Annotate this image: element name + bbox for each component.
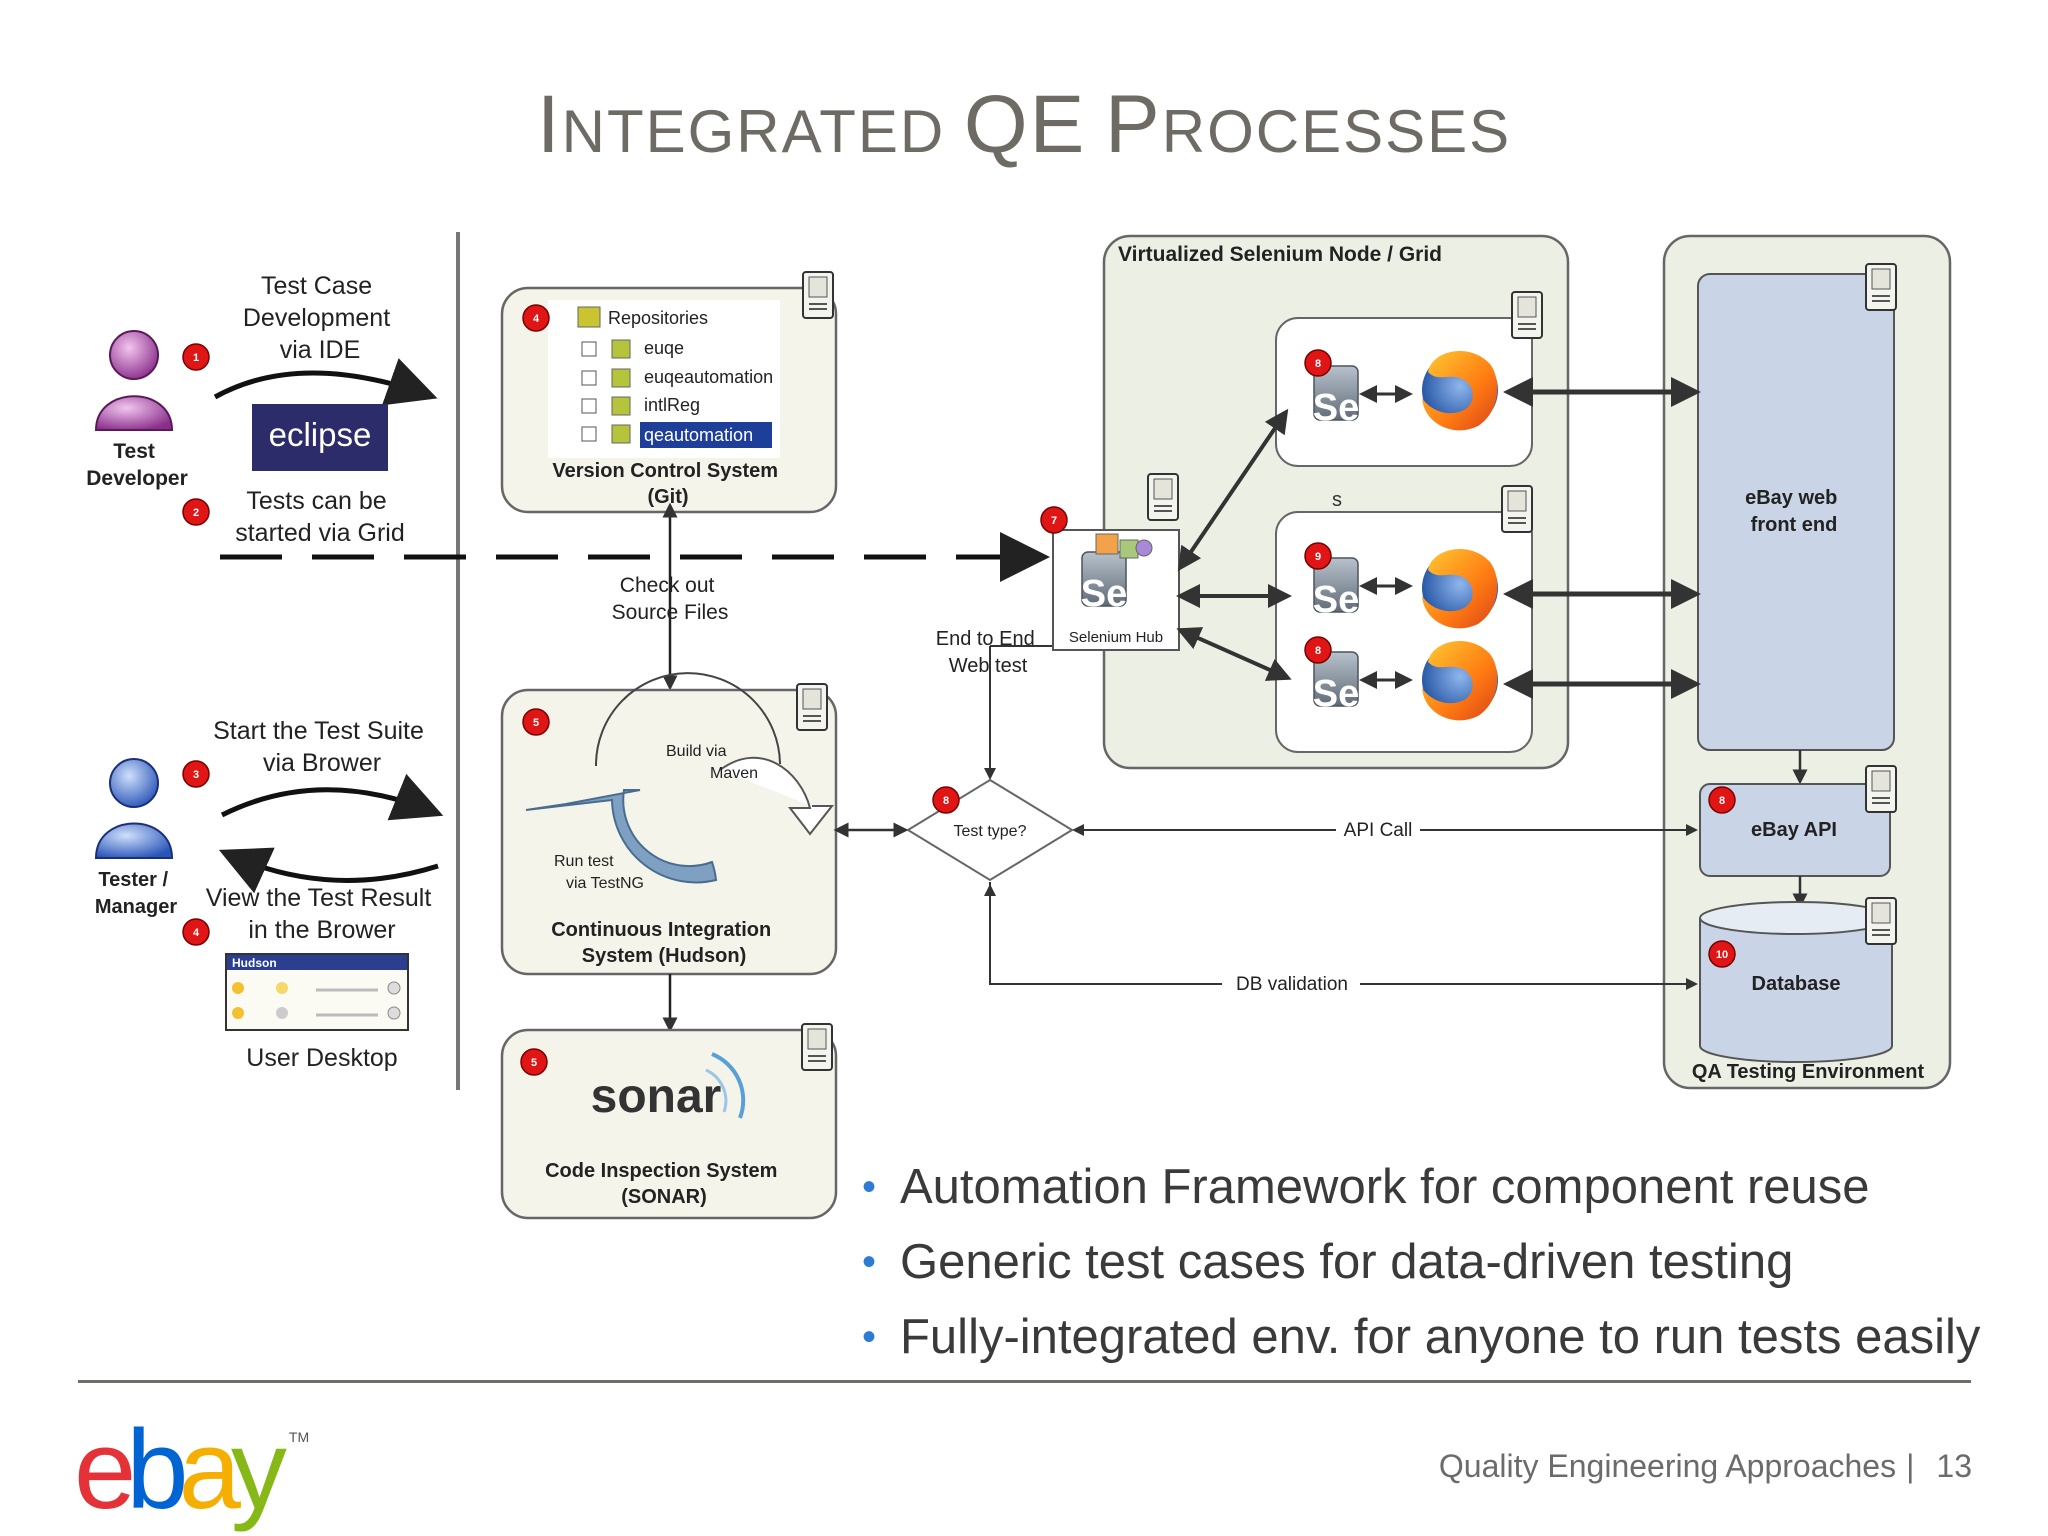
selenium-node-pair-3: Se (1313, 640, 1498, 721)
continuous-integration-box: Build via Maven Run test via TestNG Cont… (500, 672, 838, 976)
user-desktop-label: User Desktop (246, 1044, 397, 1072)
ebay-api-box (1699, 783, 1891, 877)
database-cylinder (1699, 901, 1893, 1063)
bullet-item: •Generic test cases for data-driven test… (862, 1235, 1794, 1289)
bullet-item: •Automation Framework for component reus… (862, 1160, 1870, 1214)
step-badge-number: 4 (533, 313, 540, 325)
footer-separator: | (1906, 1448, 1915, 1484)
step-badge-number: 8 (1719, 795, 1725, 807)
svg-text:Se: Se (1313, 673, 1359, 715)
tester-manager-label: Tester / Manager (95, 869, 177, 918)
hub-node1-arrow (1177, 408, 1289, 572)
start-suite-caption: Start the Test Suite via Brower (213, 717, 431, 777)
step-badge-number: 9 (1315, 551, 1321, 563)
page-number: 13 (1936, 1448, 1972, 1484)
selenium-node-pair-2: Se (1313, 548, 1498, 629)
end-to-end-label: End to End Web test (936, 628, 1041, 677)
version-control-box: Repositories euqe euqeautomation intlReg… (500, 271, 838, 514)
db-validation-label: DB validation (1236, 974, 1348, 995)
tester-manager-icon (94, 758, 174, 859)
api-call-label: API Call (1344, 820, 1413, 841)
footer-section: Quality Engineering Approaches (1438, 1448, 1897, 1484)
step-badge-number: 5 (533, 717, 539, 729)
bullet-list: •Automation Framework for component reus… (858, 1150, 1980, 1375)
logo-letter-y: y (230, 1407, 287, 1532)
hub-node3-arrow (1176, 627, 1292, 681)
view-result-arrow (218, 847, 439, 894)
db-validation-arrow (989, 882, 1698, 990)
logo-letter-a: a (178, 1407, 241, 1532)
slide-footer: Quality Engineering Approaches| 13 (1439, 1448, 1972, 1485)
step-badge-number: 5 (531, 1057, 537, 1069)
svg-text:qeautomation: qeautomation (644, 425, 753, 445)
slide-title: INTEGRATED QE PROCESSES (536, 79, 1512, 170)
ebay-front-end-label: eBay web front end (1745, 487, 1843, 536)
svg-text:Selenium Hub: Selenium Hub (1069, 629, 1163, 646)
view-result-caption: View the Test Result in the Brower (206, 884, 439, 944)
step-badge-number: 8 (943, 795, 949, 807)
hudson-screenshot: Hudson (225, 953, 409, 1031)
step-badge-number: 3 (193, 769, 199, 781)
step-badge-number: 2 (193, 507, 199, 519)
svg-text:Hudson: Hudson (232, 956, 277, 970)
database-label: Database (1752, 973, 1841, 995)
step-badge-number: 1 (193, 352, 199, 364)
selenium-grid-title: Virtualized Selenium Node / Grid (1118, 243, 1442, 266)
test-developer-label: Test Developer (86, 440, 188, 490)
sonar-box: sonar Code Inspection System (SONAR) (500, 1023, 838, 1220)
svg-text:sonar: sonar (591, 1070, 722, 1123)
svg-text:Continuous Integration S: Continuous Integration System (Hudson) (551, 919, 777, 967)
ebay-front-end-box (1697, 273, 1895, 751)
svg-text:Code Inspection System (: Code Inspection System (SONAR) (545, 1160, 783, 1208)
ebay-api-label: eBay API (1751, 819, 1837, 841)
logo-letter-b: b (126, 1407, 188, 1532)
node-gap-label: s (1332, 489, 1342, 511)
selenium-node-pair-1: Se (1313, 350, 1498, 431)
step-badge-number: 10 (1716, 949, 1728, 961)
step-badge-number: 4 (193, 927, 200, 939)
grid-caption: Tests can be started via Grid (235, 487, 405, 547)
qa-environment-label: QA Testing Environment (1692, 1061, 1925, 1083)
ide-arrow (213, 358, 438, 406)
step-badge-number: 7 (1051, 515, 1057, 527)
ide-caption: Test Case Development via IDE (243, 272, 397, 364)
svg-text:eclipse: eclipse (269, 416, 372, 453)
test-type-label: Test type? (954, 823, 1027, 840)
start-suite-arrow (220, 773, 444, 821)
selenium-hub: Se Selenium Hub (1052, 473, 1180, 651)
step-badge-number: 8 (1315, 645, 1321, 657)
svg-text:Se: Se (1081, 573, 1127, 615)
bullet-item: •Fully-integrated env. for anyone to run… (862, 1310, 1981, 1364)
eclipse-logo: eclipse (252, 404, 388, 471)
svg-text:Build via Maven Ru: Build via Maven Run test via TestNG (554, 743, 762, 892)
footer-divider (78, 1380, 1971, 1383)
svg-text:Version Control System (: Version Control System (Git) (552, 460, 783, 508)
step-badge-number: 8 (1315, 358, 1321, 370)
step-badge (182, 304, 1736, 1076)
checkout-label: Check out Source Files (612, 574, 729, 624)
logo-letter-e: e (74, 1407, 136, 1532)
svg-text:Repositories euqe: Repositories euqe euqeautomation intlReg (608, 308, 778, 415)
svg-text:Se: Se (1313, 579, 1359, 621)
test-developer-icon (94, 330, 174, 431)
svg-text:Se: Se (1313, 387, 1359, 429)
